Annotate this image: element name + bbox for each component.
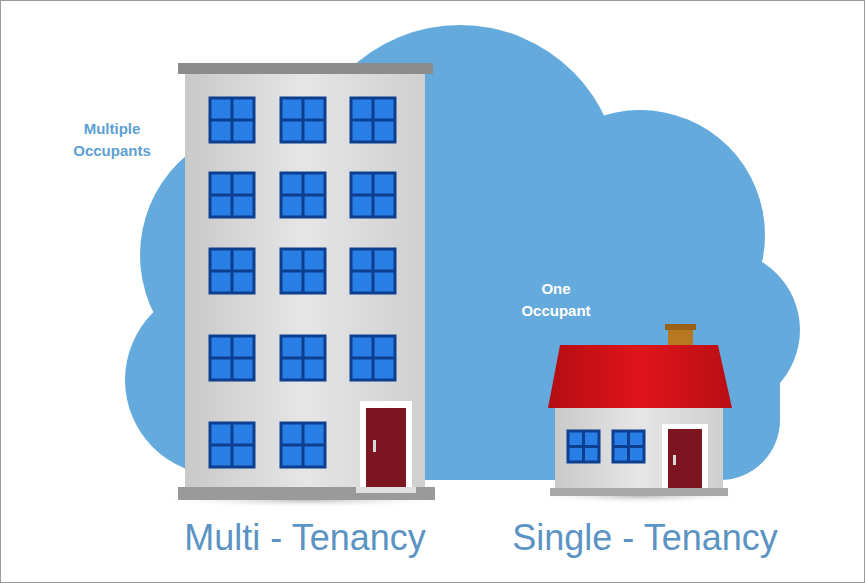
window — [281, 173, 325, 217]
window — [210, 423, 254, 467]
window — [351, 249, 395, 293]
window — [281, 98, 325, 142]
tenancy-title: Single - Tenancy — [485, 516, 805, 559]
window — [210, 98, 254, 142]
window — [568, 431, 599, 462]
window — [351, 336, 395, 380]
tenancy-title: Multi - Tenancy — [155, 516, 455, 559]
window — [613, 431, 644, 462]
window — [210, 249, 254, 293]
window — [281, 249, 325, 293]
house — [530, 324, 750, 504]
window — [210, 173, 254, 217]
occupancy-label: One Occupant — [506, 278, 606, 322]
window — [281, 336, 325, 380]
window — [351, 98, 395, 142]
apartment-building — [156, 63, 456, 508]
occupancy-label: Multiple Occupants — [57, 118, 167, 162]
window — [351, 173, 395, 217]
window — [210, 336, 254, 380]
window — [281, 423, 325, 467]
